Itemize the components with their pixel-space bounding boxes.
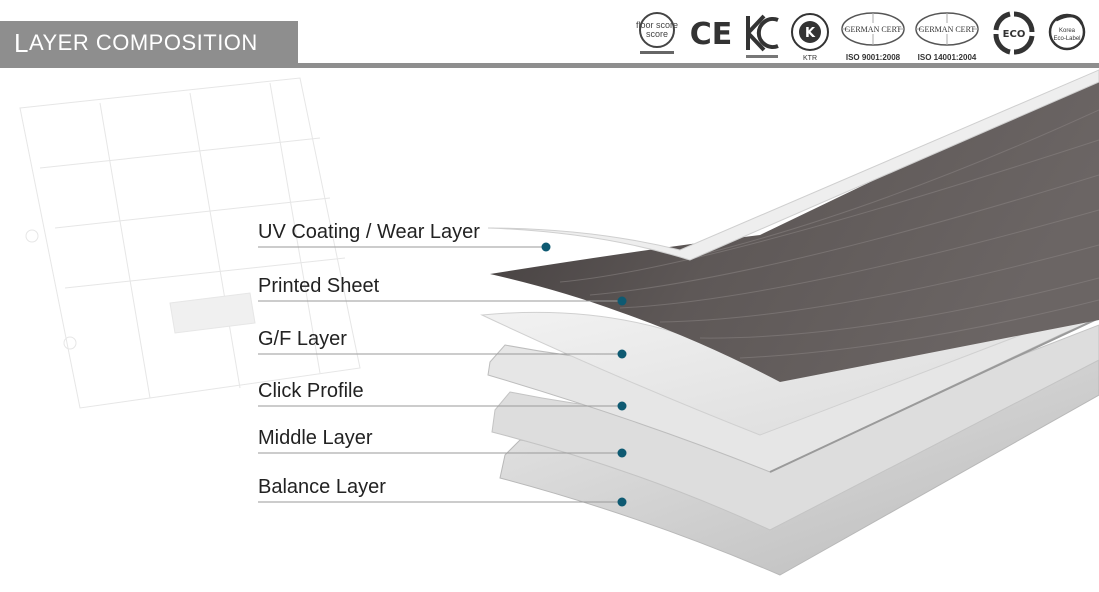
title-rest: AYER COMPOSITION — [28, 30, 258, 55]
label-balance-layer: Balance Layer — [258, 476, 386, 498]
iso14001-caption: ISO 14001:2004 — [917, 53, 977, 62]
label-gf-layer: G/F Layer — [258, 328, 347, 350]
label-middle-layer: Middle Layer — [258, 427, 373, 449]
svg-text:Korea: Korea — [1059, 28, 1076, 34]
dot-balance — [617, 497, 627, 507]
background-sketch — [19, 77, 361, 409]
iso9001-icon: GERMAN CERT ISO 9001:2008 — [840, 10, 906, 66]
dot-click — [617, 401, 627, 411]
svg-text:GERMAN CERT: GERMAN CERT — [919, 25, 976, 34]
label-uv-coating: UV Coating / Wear Layer — [258, 221, 480, 243]
svg-text:Eco-Label: Eco-Label — [1053, 36, 1080, 42]
svg-text:KTR: KTR — [803, 55, 817, 62]
header-rule — [0, 63, 1099, 68]
label-printed-sheet: Printed Sheet — [258, 275, 380, 297]
uv-layer-shape — [487, 69, 1099, 261]
eco-icon: ECO — [992, 10, 1036, 66]
iso14001-icon: GERMAN CERT ISO 14001:2004 — [914, 10, 980, 66]
svg-text:floor score: floor score — [636, 20, 678, 30]
iso9001-caption: ISO 9001:2008 — [845, 53, 901, 62]
label-click-profile: Click Profile — [258, 380, 364, 402]
kt-mark-icon: K KTR — [788, 10, 832, 66]
svg-text:ECO: ECO — [1003, 29, 1026, 40]
floorscore-icon: floor score score — [636, 10, 678, 66]
svg-text:CE: CE — [690, 17, 733, 52]
kc-mark-icon — [742, 10, 782, 66]
korea-ecolabel-icon: Korea Eco-Label — [1046, 10, 1088, 66]
printed-sheet-shape — [490, 72, 1099, 382]
svg-text:GERMAN CERT: GERMAN CERT — [845, 25, 902, 34]
svg-text:score: score — [646, 29, 668, 39]
dot-middle — [617, 448, 627, 458]
ce-mark-icon: CE — [686, 10, 736, 66]
dot-uv — [541, 242, 551, 252]
dot-gf — [617, 349, 627, 359]
svg-text:K: K — [805, 26, 816, 41]
title-first-letter: L — [14, 27, 29, 58]
dot-printed — [617, 296, 627, 306]
